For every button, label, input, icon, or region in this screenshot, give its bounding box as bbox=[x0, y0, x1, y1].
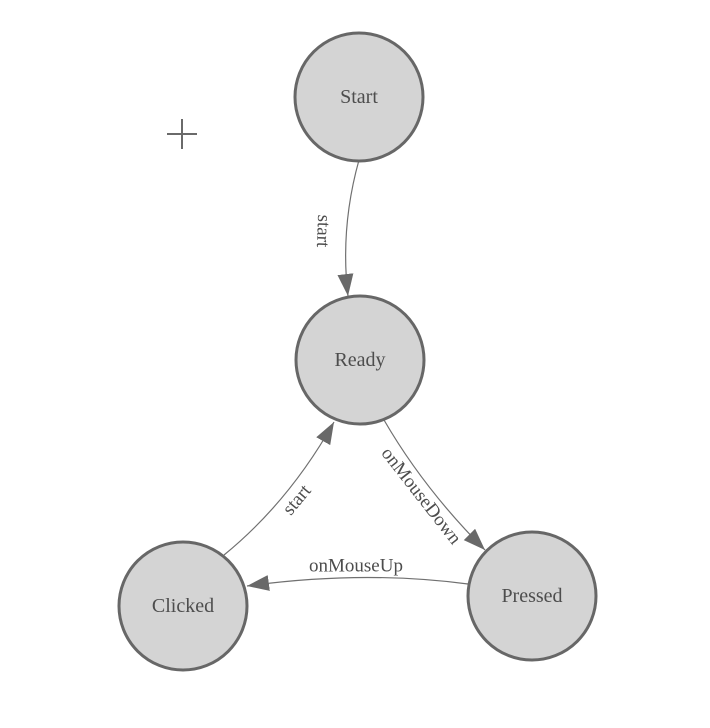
node-circle[interactable] bbox=[294, 294, 426, 426]
node-label: Ready bbox=[334, 349, 385, 371]
node-label: Pressed bbox=[501, 585, 562, 607]
edge-label-start-2: start bbox=[278, 480, 316, 519]
node-circle[interactable] bbox=[293, 31, 425, 163]
state-node-start[interactable]: Start bbox=[293, 31, 425, 163]
node-circle[interactable] bbox=[466, 530, 598, 662]
crosshair-plus-icon bbox=[167, 119, 197, 149]
edge-pressed-to-clicked: onMouseUp bbox=[246, 556, 469, 591]
node-label: Start bbox=[340, 86, 378, 108]
node-label: Clicked bbox=[152, 595, 214, 617]
edge-ready-to-pressed: onMouseDown bbox=[377, 419, 486, 551]
edge-start-to-ready: start bbox=[312, 159, 360, 297]
edge-line bbox=[223, 421, 335, 556]
state-node-pressed[interactable]: Pressed bbox=[466, 530, 598, 662]
edge-line bbox=[246, 575, 469, 591]
state-node-clicked[interactable]: Clicked bbox=[117, 540, 249, 672]
state-node-ready[interactable]: Ready bbox=[294, 294, 426, 426]
edge-label-onmousedown: onMouseDown bbox=[377, 443, 466, 549]
edge-label-onmouseup: onMouseUp bbox=[309, 556, 403, 577]
edge-line bbox=[337, 159, 360, 297]
edge-clicked-to-ready: start bbox=[223, 421, 335, 556]
node-circle[interactable] bbox=[117, 540, 249, 672]
edge-line bbox=[383, 419, 486, 551]
edge-label-start: start bbox=[312, 214, 334, 248]
